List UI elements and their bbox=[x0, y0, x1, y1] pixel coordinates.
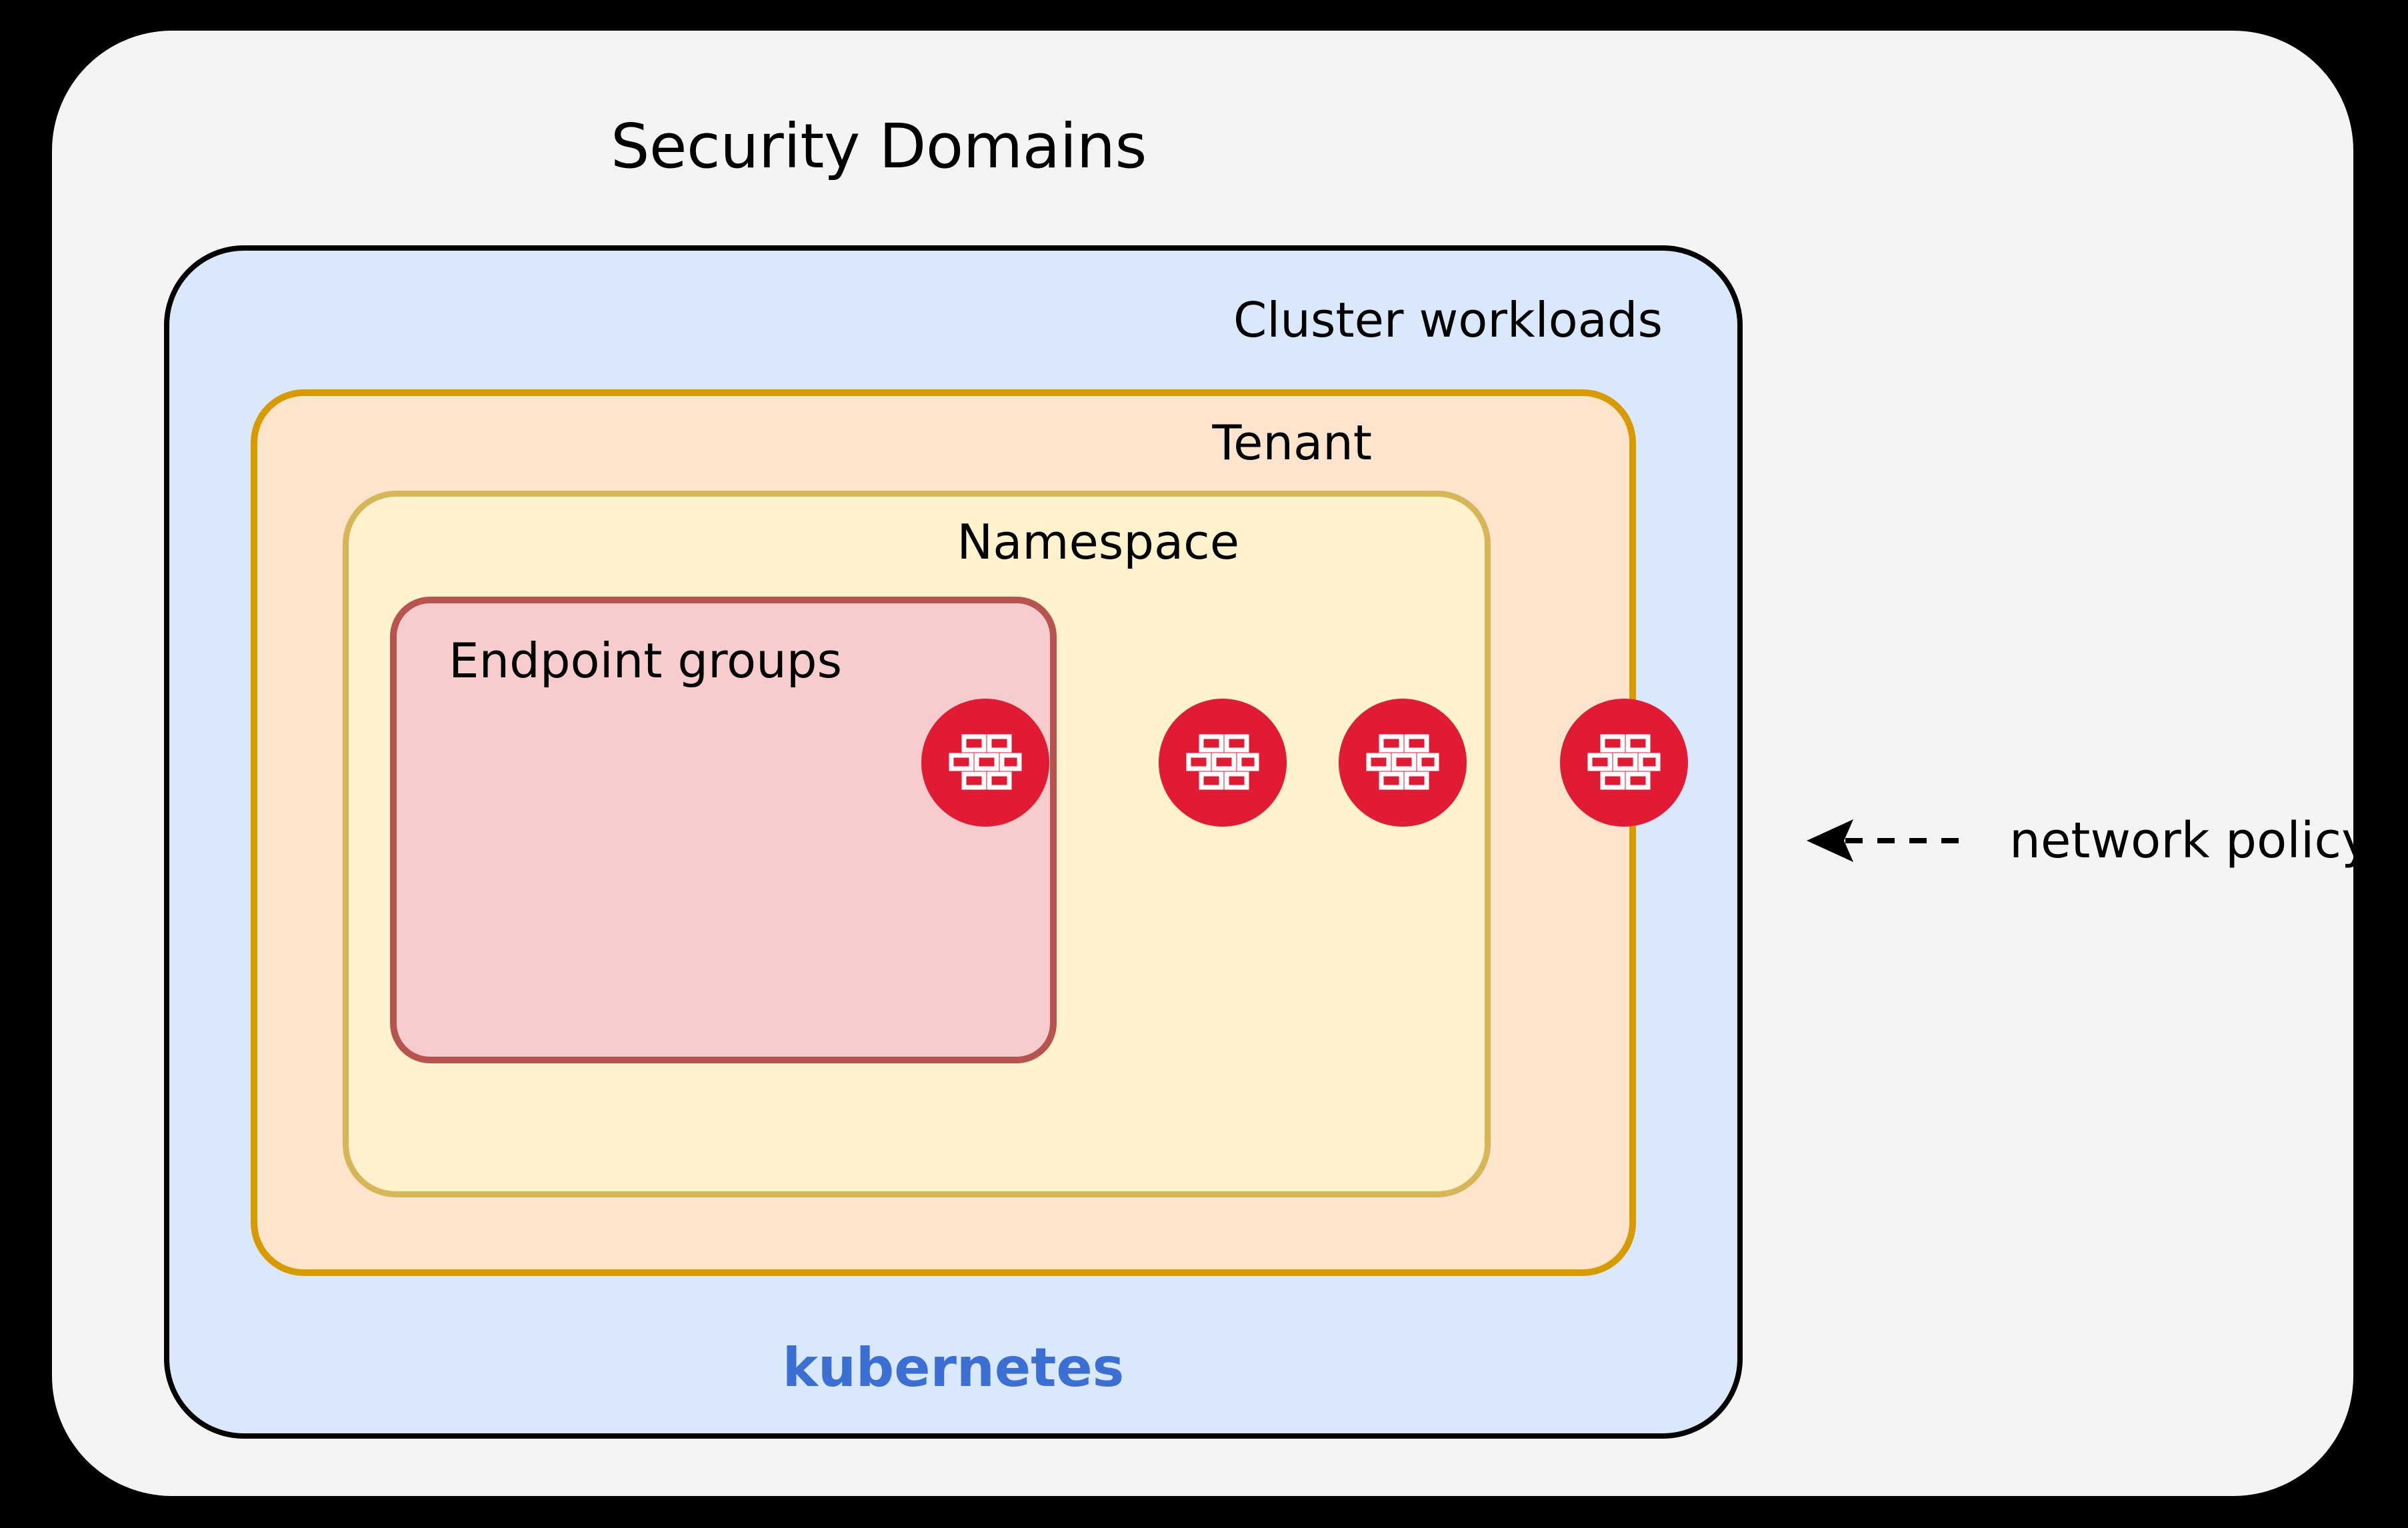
kubernetes-brand-label: kubernetes bbox=[782, 1337, 1125, 1399]
tenant-label: Tenant bbox=[1212, 415, 1372, 471]
policy-marker-endpoint-groups[interactable] bbox=[921, 699, 1049, 827]
firewall-brick-icon bbox=[1366, 734, 1439, 790]
endpoint-groups-label: Endpoint groups bbox=[449, 633, 842, 689]
endpoint-groups-box[interactable]: Endpoint groups bbox=[390, 597, 1057, 1063]
firewall-brick-icon bbox=[1186, 734, 1259, 790]
dashed-arrow-left-icon bbox=[1807, 819, 1972, 862]
namespace-box[interactable]: Namespace Endpoint groups bbox=[343, 491, 1491, 1197]
security-domains-panel: Security Domains Cluster workloads Tenan… bbox=[52, 31, 2371, 1496]
firewall-brick-icon bbox=[1587, 734, 1661, 790]
network-policy-label: network policy bbox=[2009, 812, 2371, 869]
namespace-label: Namespace bbox=[957, 514, 1239, 570]
policy-marker-cluster[interactable] bbox=[1560, 699, 1688, 827]
page-title: Security Domains bbox=[611, 111, 1147, 182]
cluster-workloads-label: Cluster workloads bbox=[1233, 292, 1663, 348]
cluster-workloads-box[interactable]: Cluster workloads Tenant Namespace Endpo… bbox=[164, 245, 1743, 1439]
network-policy-annotation: network policy bbox=[1805, 801, 2371, 881]
firewall-brick-icon bbox=[949, 734, 1022, 790]
tenant-box[interactable]: Tenant Namespace Endpoint groups bbox=[251, 389, 1636, 1276]
policy-marker-namespace[interactable] bbox=[1159, 699, 1287, 827]
policy-marker-tenant[interactable] bbox=[1339, 699, 1467, 827]
